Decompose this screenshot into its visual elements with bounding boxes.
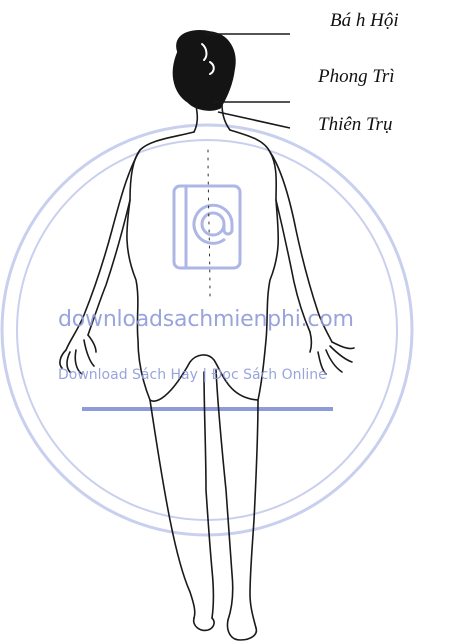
hair: [173, 31, 234, 110]
watermark-url: downloadsachmienphi.com: [58, 307, 354, 332]
torso-right: [230, 130, 278, 400]
leg-left-outer: [150, 400, 195, 618]
foot-left: [194, 618, 214, 630]
torso-left: [127, 132, 194, 400]
spine: [208, 150, 210, 300]
body-figure: [60, 31, 354, 640]
point-label-3: Thiên Trụ: [318, 114, 392, 136]
watermark-tagline: Download Sách Hay | Đọc Sách Online: [58, 367, 327, 383]
point-label-2: Phong Trì: [318, 66, 395, 88]
foot-right: [228, 620, 257, 640]
point-label-1: Bá h Hội: [330, 10, 399, 32]
book-icon: [174, 186, 240, 268]
